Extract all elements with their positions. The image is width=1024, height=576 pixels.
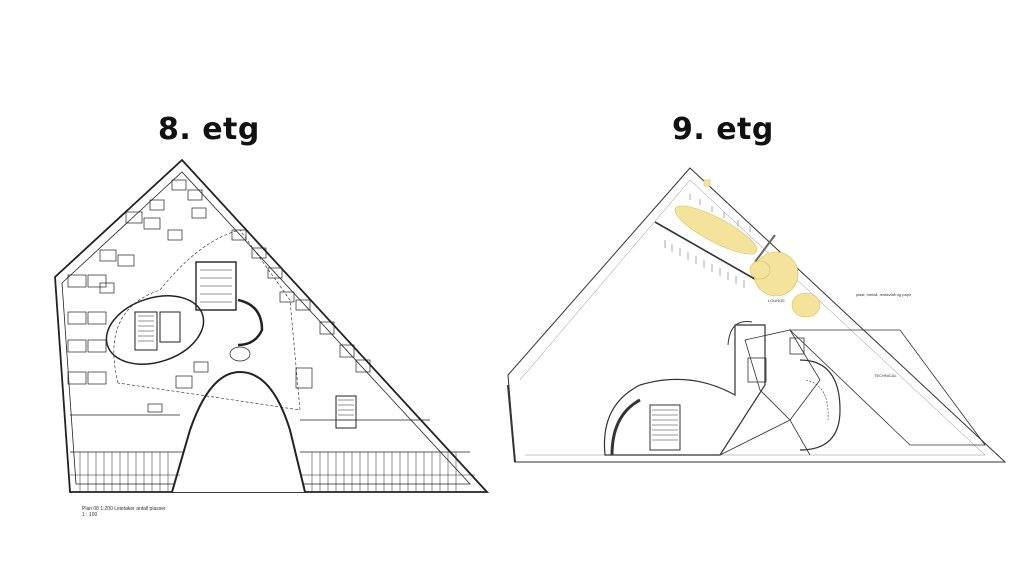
floor-9-chairs	[664, 194, 751, 288]
floor-8-outline	[54, 158, 490, 493]
caption-line-2: 1 : 100	[82, 512, 98, 518]
floor-9-plan	[507, 167, 1007, 463]
floor-9-core	[603, 324, 766, 456]
floor-8-title: 8. etg	[158, 112, 260, 147]
seating-group-long	[674, 205, 758, 255]
floor-9-glass-partition	[654, 221, 761, 283]
seating-group-small	[791, 292, 821, 318]
floor-9-title: 9. etg	[672, 112, 774, 147]
floor-8-plan	[54, 158, 490, 493]
floor-8-facade-grid	[70, 452, 475, 492]
caption-line-1: Plan 08 1:200 Leietaker antall plasser	[82, 506, 166, 512]
floor-8-core	[105, 295, 205, 365]
floor-8-inner-wall	[61, 171, 471, 485]
floor-8-arch	[171, 370, 306, 493]
floor-8-caption: Plan 08 1:200 Leietaker antall plasser 1…	[82, 506, 166, 518]
floor-9-seating	[674, 179, 821, 318]
floor-8-workstations	[67, 179, 371, 413]
label-waste-note: plast, metall, restavfall og papir	[856, 292, 912, 297]
label-technical: TECHNICAL	[874, 373, 897, 378]
floor-8-open-zone	[113, 229, 301, 411]
label-lounge: LOUNGE	[768, 298, 785, 303]
floor-9-outline	[507, 167, 1007, 463]
